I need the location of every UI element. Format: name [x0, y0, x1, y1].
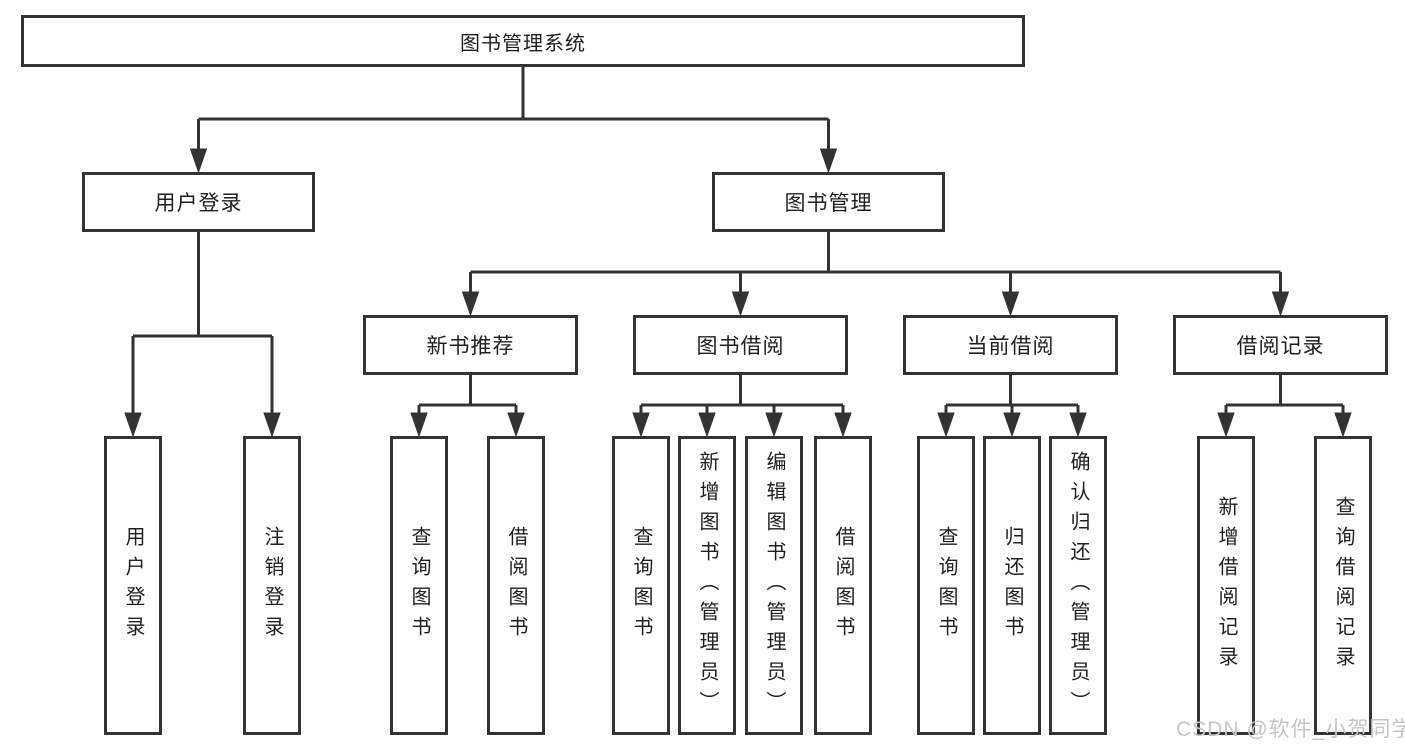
leaf-logout: 注销登录	[243, 436, 301, 735]
leaf-label: 查询借阅记录	[1332, 495, 1354, 676]
node-current-borrowing: 当前借阅	[903, 315, 1118, 375]
node-new-book-recommendation: 新书推荐	[363, 315, 578, 375]
csdn-watermark: CSDN @软件_小贺同学	[1176, 718, 1405, 741]
node-label: 当前借阅	[966, 335, 1055, 358]
node-user-login: 用户登录	[82, 172, 315, 232]
leaf-add-borrow-record: 新增借阅记录	[1197, 436, 1255, 735]
leaf-label: 新增图书（管理员）	[696, 450, 718, 721]
leaf-label: 注销登录	[261, 525, 283, 646]
leaf-label: 用户登录	[122, 525, 144, 646]
leaf-query-books-borrowing: 查询图书	[612, 436, 670, 735]
node-book-management: 图书管理	[712, 172, 945, 232]
leaf-edit-books-admin: 编辑图书（管理员）	[745, 436, 803, 735]
leaf-add-books-admin: 新增图书（管理员）	[678, 436, 736, 735]
leaf-label: 编辑图书（管理员）	[763, 450, 785, 721]
leaf-label: 新增借阅记录	[1215, 495, 1237, 676]
node-label: 用户登录	[154, 192, 243, 215]
leaf-label: 查询图书	[630, 525, 652, 646]
node-book-borrowing: 图书借阅	[633, 315, 848, 375]
leaf-label: 确认归还（管理员）	[1067, 450, 1089, 721]
leaf-borrow-books-recommend: 借阅图书	[487, 436, 545, 735]
node-label: 图书借阅	[696, 335, 785, 358]
node-label: 借阅记录	[1236, 335, 1325, 358]
leaf-query-books-current: 查询图书	[917, 436, 975, 735]
leaf-return-books: 归还图书	[983, 436, 1041, 735]
leaf-confirm-return-admin: 确认归还（管理员）	[1049, 436, 1107, 735]
node-borrowing-records: 借阅记录	[1173, 315, 1388, 375]
leaf-query-borrow-record: 查询借阅记录	[1314, 436, 1372, 735]
leaf-label: 查询图书	[408, 525, 430, 646]
leaf-user-login: 用户登录	[104, 436, 162, 735]
node-book-management-system: 图书管理系统	[21, 15, 1025, 67]
leaf-label: 查询图书	[935, 525, 957, 646]
leaf-label: 借阅图书	[505, 525, 527, 646]
leaf-label: 归还图书	[1001, 525, 1023, 646]
node-label: 图书管理系统	[460, 32, 586, 55]
leaf-borrow-books-borrowing: 借阅图书	[814, 436, 872, 735]
node-label: 新书推荐	[426, 335, 515, 358]
leaf-query-books-recommend: 查询图书	[390, 436, 448, 735]
node-label: 图书管理	[784, 192, 873, 215]
leaf-label: 借阅图书	[832, 525, 854, 646]
